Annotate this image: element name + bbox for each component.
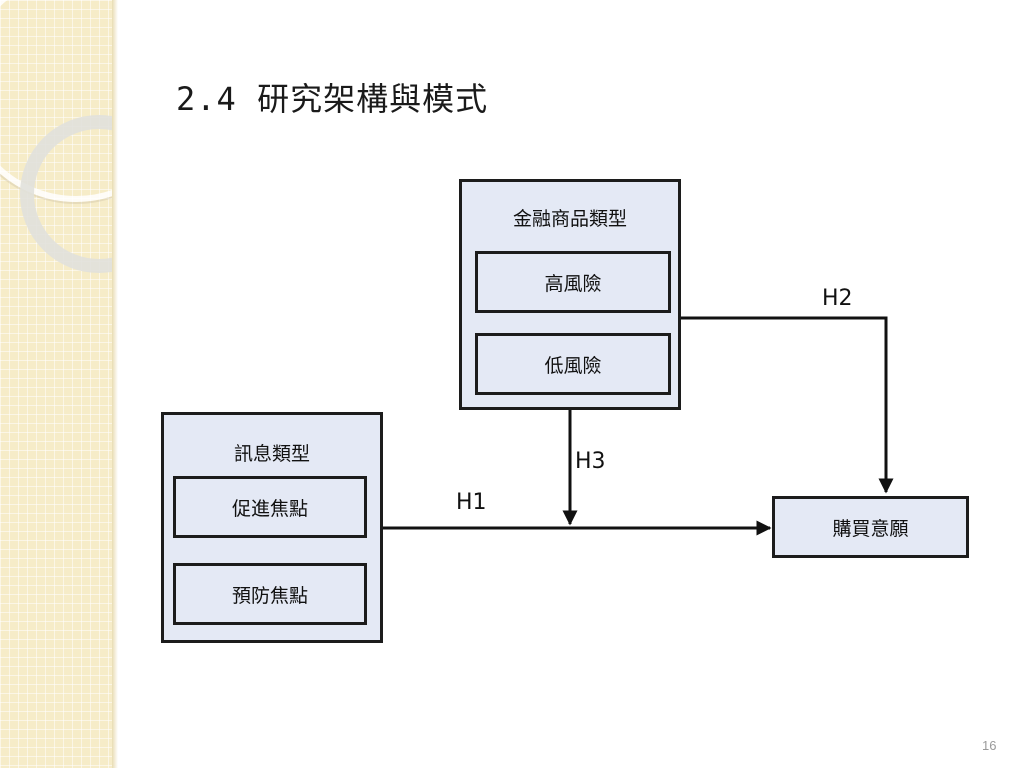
low-risk-box: 低風險 [475,333,671,395]
hypothesis-h3-label: H3 [575,449,606,474]
high-risk-label: 高風險 [544,272,602,295]
slide-title: 2.4 研究架構與模式 [176,80,489,118]
prevention-focus-label: 預防焦點 [231,584,308,607]
purchase-intention-label: 購買意願 [832,517,909,540]
hypothesis-h1-label: H1 [456,490,487,515]
high-risk-box: 高風險 [475,251,671,313]
decorative-sidebar [0,0,112,768]
purchase-intention-box: 購買意願 [772,496,969,558]
message-type-title: 訊息類型 [233,443,310,465]
product-type-title: 金融商品類型 [512,208,627,230]
arrow-h2 [680,316,894,494]
promotion-focus-box: 促進焦點 [173,476,367,538]
low-risk-label: 低風險 [544,354,602,377]
promotion-focus-label: 促進焦點 [231,497,308,520]
hypothesis-h2-label: H2 [822,286,853,311]
prevention-focus-box: 預防焦點 [173,563,367,625]
page-number: 16 [982,738,997,753]
product-type-box: 金融商品類型 高風險 低風險 [459,179,681,410]
message-type-box: 訊息類型 促進焦點 預防焦點 [161,412,383,643]
sidebar-edge [112,0,118,768]
